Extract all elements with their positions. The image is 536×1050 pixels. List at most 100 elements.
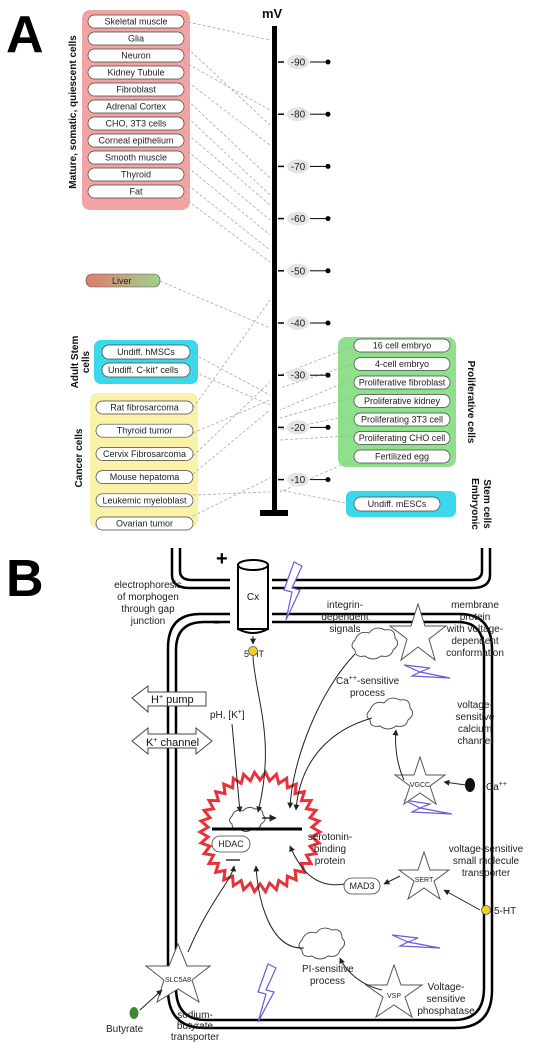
- mature-cell-pill: [87, 116, 185, 131]
- vst-text-line: transporter: [462, 868, 511, 879]
- nucleus-outline: [197, 769, 323, 895]
- tick-guide-dot: [325, 111, 331, 117]
- mature-cell-pill: [87, 82, 185, 97]
- vscc-text-line: channel: [457, 736, 492, 747]
- membrane-text-line: membrane: [451, 600, 499, 611]
- proliferative-cell-pill: [353, 394, 451, 408]
- group-label-adult-stem-1: Adult Stem: [70, 336, 81, 389]
- vst-text-line: voltage-sensitive: [449, 844, 524, 855]
- sero-text-line: binding: [314, 844, 346, 855]
- vsp-text-line: Voltage-: [428, 982, 465, 993]
- connector-lines: [159, 21, 365, 517]
- mature-cell-pill: [87, 14, 185, 29]
- cancer-cell-label: Mouse hepatoma: [110, 472, 180, 482]
- adult-stem-pill-ckit: [101, 362, 191, 378]
- axis-tick-label: -50: [291, 266, 306, 277]
- hdac-pill: [211, 835, 251, 853]
- membrane-protein-star: [388, 602, 448, 662]
- pi-process-cloud: [298, 927, 345, 960]
- integrin-text-line: signals: [329, 624, 360, 635]
- axis-tick-label: -20: [291, 423, 306, 434]
- five-ht-top-dot: [248, 646, 258, 656]
- mature-cell-pill: [87, 184, 185, 199]
- group-label-mature: Mature, somatic, quiescent cells: [68, 35, 79, 189]
- mature-cell-pill: [87, 48, 185, 63]
- axis-tick-label: -10: [291, 475, 306, 486]
- integrin-cloud: [351, 627, 398, 660]
- butyrate-label: Butyrate: [106, 1024, 144, 1035]
- tick-label-bg: [287, 368, 309, 383]
- tick-guide-dot: [325, 372, 331, 378]
- integrin-text-line: integrin-: [327, 600, 363, 611]
- tick-guide-dot: [325, 268, 331, 274]
- proliferative-cell-pill: [353, 449, 451, 464]
- tick-guide-dot: [325, 477, 331, 483]
- vgcc-label: VGCC: [410, 782, 430, 789]
- liver-pill: [85, 273, 161, 288]
- axis-tick-label: -40: [291, 319, 306, 330]
- ca-ion-label: Ca++: [486, 781, 507, 793]
- vsp-text-line: sensitive: [427, 994, 466, 1005]
- cancer-cell-pill: [95, 447, 194, 461]
- membrane-text-line: with voltage-: [446, 624, 503, 635]
- vst-text-line: small molecule: [453, 856, 520, 867]
- group-label-embryonic-2: Stem cells: [481, 479, 492, 529]
- sodium-text-line: sodium-: [177, 1010, 213, 1021]
- mature-cell-label: CHO, 3T3 cells: [105, 119, 167, 129]
- slc5a8-label: SLC5A8: [165, 977, 191, 984]
- mature-cell-label: Neuron: [121, 51, 151, 61]
- panel-a-letter: A: [6, 6, 44, 64]
- five-ht-bottom-label: 5-HT: [494, 906, 516, 917]
- tick-label-bg: [287, 420, 309, 435]
- proliferative-cell-label: Proliferating CHO cell: [359, 433, 446, 443]
- mature-cell-label: Skeletal muscle: [104, 17, 167, 27]
- group-label-proliferative: Proliferative cells: [465, 361, 476, 444]
- h-pump-arrow: [131, 685, 207, 714]
- vscc-text-line: calcium: [458, 724, 492, 735]
- tick-label-bg: [287, 263, 309, 278]
- ph-label: pH, [K+]: [210, 709, 245, 721]
- electro-text-line: of morphogen: [117, 592, 179, 603]
- vsp-label: VSP: [387, 993, 401, 1000]
- mature-cell-pill: [87, 31, 185, 46]
- vsp-star: [364, 963, 424, 1019]
- mature-cell-label: Thyroid: [121, 170, 151, 180]
- voltage-axis: [272, 26, 277, 513]
- butyrate-dot: [129, 1007, 139, 1019]
- vsp-text-line: phosphatase: [417, 1006, 475, 1017]
- mature-cell-label: Corneal epithelium: [98, 136, 173, 146]
- ca-process-label-2: process: [350, 688, 385, 699]
- pathway-arrows: [139, 653, 481, 1011]
- proliferative-cell-label: Proliferating 3T3 cell: [361, 415, 443, 425]
- group-label-adult-stem-2: cells: [81, 350, 92, 373]
- voltage-axis-base: [260, 510, 288, 516]
- membrane-text-line: conformation: [446, 648, 504, 659]
- mad3-pill: [343, 877, 381, 895]
- tick-label-bg: [287, 472, 309, 487]
- mature-cell-pill: [87, 133, 185, 148]
- adult-stem-pill-hmsc: [101, 344, 191, 360]
- mature-cell-label: Smooth muscle: [105, 153, 167, 163]
- h-pump-label: H+ pump: [151, 694, 194, 706]
- tick-guide-dot: [325, 59, 331, 65]
- mad3-label: MAD3: [349, 881, 374, 891]
- gap-junction-cx: [237, 559, 269, 634]
- proliferative-cell-label: Proliferative fibroblast: [359, 378, 446, 388]
- liver-label: Liver: [112, 276, 132, 286]
- proliferative-cell-pill: [353, 375, 451, 390]
- electro-text-line: junction: [130, 616, 165, 627]
- mature-cell-pill: [87, 99, 185, 114]
- mature-cell-label: Fibroblast: [116, 85, 156, 95]
- slc5a8-star: [144, 942, 212, 1004]
- electro-text-line: through gap: [121, 604, 175, 615]
- tick-label-bg: [287, 316, 309, 330]
- cancer-cell-pill: [95, 423, 194, 438]
